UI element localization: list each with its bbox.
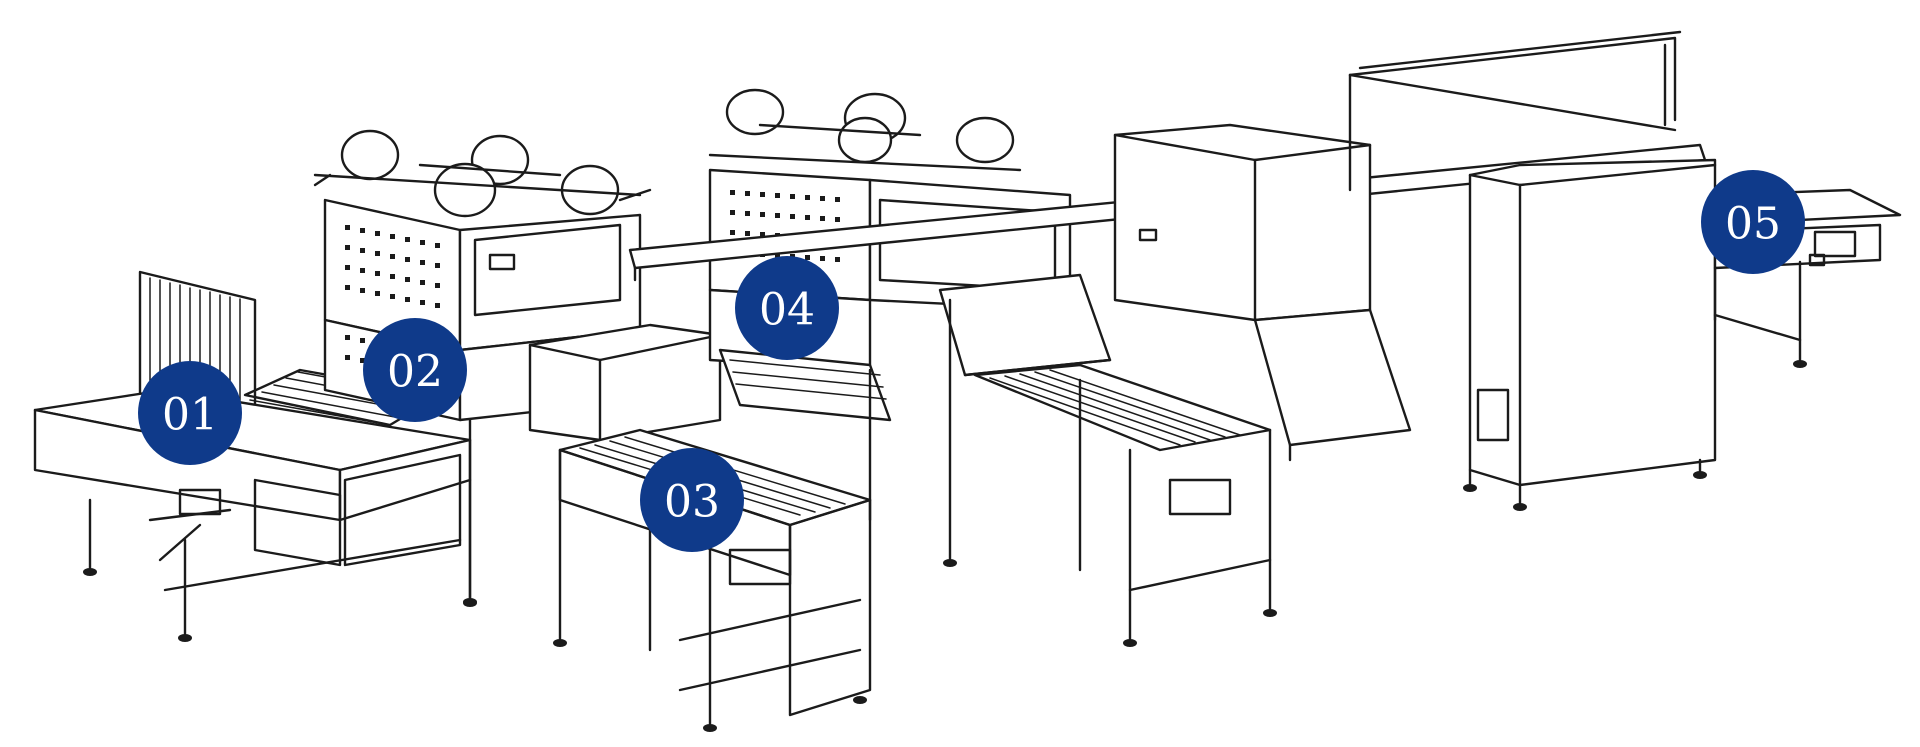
marker-04-circle	[735, 256, 839, 360]
marker-03: 03	[640, 448, 744, 552]
marker-04-label: 04	[759, 285, 815, 336]
secondary-transfer-table	[938, 273, 1277, 647]
marker-03-label: 03	[664, 477, 720, 528]
marker-03-circle	[640, 448, 744, 552]
marker-01-circle	[138, 361, 242, 465]
marker-01-label: 01	[162, 390, 218, 441]
control-cabinet	[1463, 158, 1717, 511]
marker-02: 02	[363, 318, 467, 422]
marker-04: 04	[735, 256, 839, 360]
overhead-frame	[1348, 30, 1682, 192]
marker-02-circle	[363, 318, 467, 422]
marker-02-label: 02	[387, 347, 443, 398]
marker-05-label: 05	[1725, 199, 1781, 250]
oven-unit	[1113, 123, 1412, 462]
marker-05: 05	[1701, 170, 1805, 274]
marker-05-circle	[1701, 170, 1805, 274]
marker-01: 01	[138, 361, 242, 465]
